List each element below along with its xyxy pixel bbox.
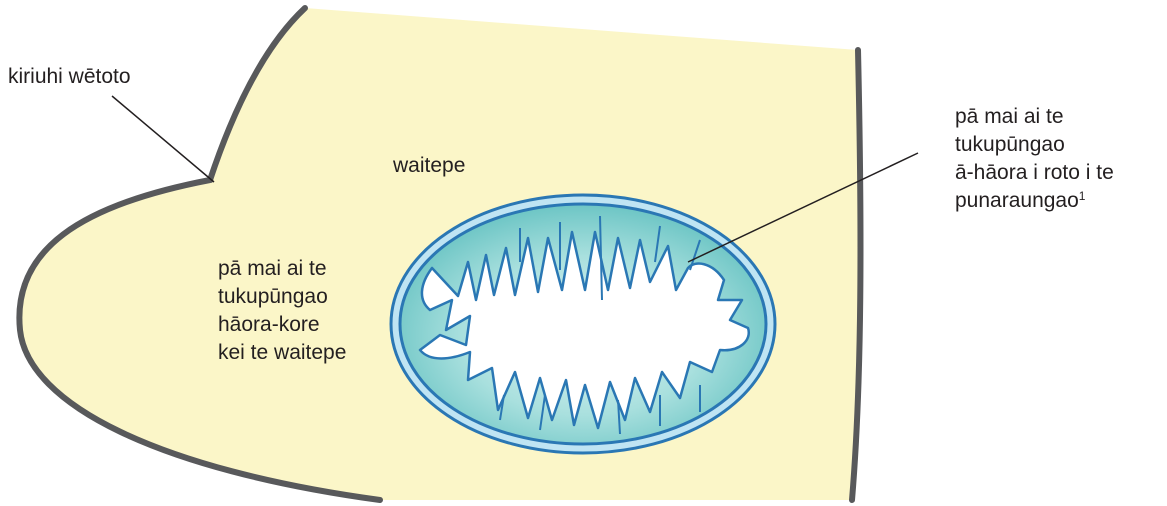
cell-membrane-label: kiriuhi wētoto	[8, 63, 131, 91]
anaerobic-respiration-label: pā mai ai te tukupūngao hāora-kore kei t…	[218, 255, 346, 367]
anaerobic-label-line-4: kei te waitepe	[218, 339, 346, 367]
aerobic-label-line-1: pā mai ai te	[955, 103, 1114, 131]
cell-membrane-leader	[112, 96, 214, 182]
aerobic-label-line-2: tukupūngao	[955, 131, 1114, 159]
aerobic-label-line-3: ā-hāora i roto i te	[955, 159, 1114, 187]
anaerobic-label-line-1: pā mai ai te	[218, 255, 346, 283]
mitochondrion	[391, 195, 775, 453]
cytoplasm-label: waitepe	[393, 152, 465, 180]
aerobic-label-line-4-text: punaraungao	[955, 189, 1079, 212]
anaerobic-label-line-2: tukupūngao	[218, 283, 346, 311]
footnote-marker: 1	[1079, 189, 1086, 203]
aerobic-respiration-label: pā mai ai te tukupūngao ā-hāora i roto i…	[955, 103, 1114, 217]
anaerobic-label-line-3: hāora-kore	[218, 311, 346, 339]
aerobic-label-line-4: punaraungao1	[955, 187, 1114, 217]
